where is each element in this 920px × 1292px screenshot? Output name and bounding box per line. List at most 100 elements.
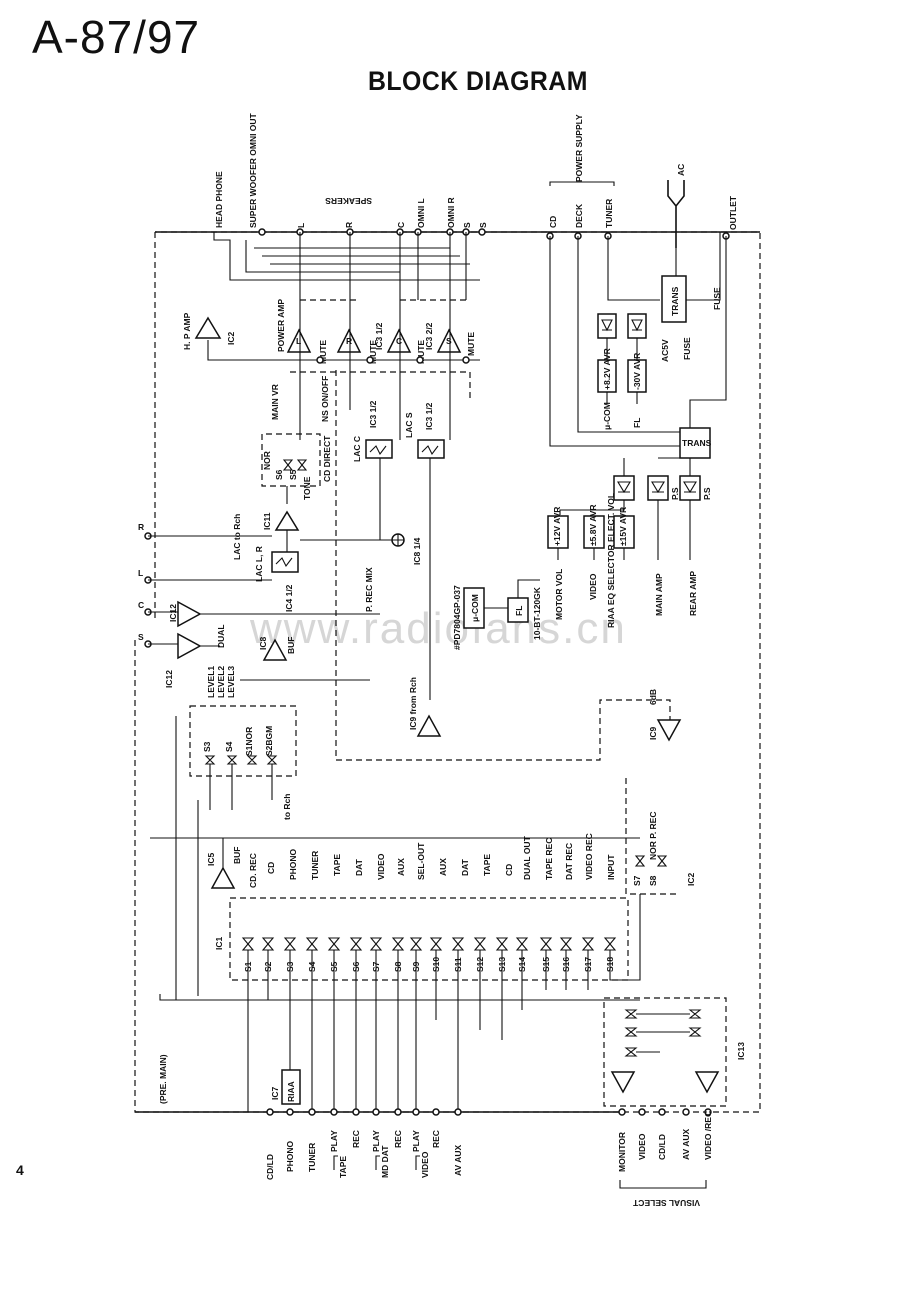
svg-text:P.S: P.S bbox=[670, 487, 680, 500]
svg-text:BUF: BUF bbox=[232, 847, 242, 864]
svg-text:TUNER: TUNER bbox=[307, 1143, 317, 1172]
svg-text:L: L bbox=[138, 568, 143, 578]
svg-text:to Rch: to Rch bbox=[282, 794, 292, 820]
svg-text:REC: REC bbox=[393, 1130, 403, 1148]
svg-text:FL: FL bbox=[632, 418, 642, 428]
ic9-amp bbox=[416, 714, 442, 737]
svg-text:NOR: NOR bbox=[262, 451, 272, 470]
svg-text:AUX: AUX bbox=[438, 858, 448, 876]
riaa-box bbox=[281, 1069, 301, 1105]
svg-text:R: R bbox=[138, 522, 144, 532]
svg-text:VIDEO /REC: VIDEO /REC bbox=[703, 1111, 713, 1160]
svg-text:TAPE REC: TAPE REC bbox=[544, 838, 554, 880]
svg-text:TAPE: TAPE bbox=[332, 854, 342, 876]
svg-text:S2BGM: S2BGM bbox=[264, 726, 274, 756]
svg-text:CD/LD: CD/LD bbox=[657, 1134, 667, 1160]
svg-text:S3: S3 bbox=[202, 741, 212, 752]
svg-text:REC: REC bbox=[431, 1130, 441, 1148]
trans-1-box bbox=[661, 275, 687, 323]
svg-text:VIDEO: VIDEO bbox=[637, 1133, 647, 1160]
svg-text:MAIN VR: MAIN VR bbox=[270, 384, 280, 420]
lac-lr-box bbox=[271, 551, 299, 573]
ic8-buf-amp bbox=[262, 638, 288, 661]
out-r: R bbox=[344, 222, 354, 228]
ic5-buf-amp bbox=[210, 866, 236, 889]
svg-text:S7: S7 bbox=[632, 875, 642, 886]
switch-s17 bbox=[581, 937, 595, 951]
svg-text:LAC L, R: LAC L, R bbox=[254, 546, 264, 582]
output-bus bbox=[213, 232, 480, 300]
svg-text:CD/LD: CD/LD bbox=[265, 1154, 275, 1180]
svg-text:LEVEL2: LEVEL2 bbox=[216, 666, 226, 698]
svg-text:IC3 1/2: IC3 1/2 bbox=[424, 402, 434, 430]
svg-text:PLAY: PLAY bbox=[371, 1130, 381, 1152]
svg-text:IC3 1/2: IC3 1/2 bbox=[374, 322, 384, 350]
svg-text:H. P AMP: H. P AMP bbox=[182, 312, 192, 350]
switch-s14 bbox=[515, 937, 529, 951]
svg-text:TUNER: TUNER bbox=[310, 851, 320, 880]
svg-text:PHONO: PHONO bbox=[288, 848, 298, 880]
svg-text:IC9: IC9 bbox=[648, 727, 658, 741]
diagram-title: BLOCK DIAGRAM bbox=[368, 66, 588, 96]
svg-text:MUTE: MUTE bbox=[416, 340, 426, 364]
svg-text:IC12: IC12 bbox=[168, 604, 178, 622]
svg-text:REC: REC bbox=[351, 1130, 361, 1148]
svg-text:S: S bbox=[138, 632, 144, 642]
svg-text:RIAA: RIAA bbox=[286, 1081, 296, 1102]
amp-c bbox=[386, 328, 412, 353]
svg-text:DUAL OUT: DUAL OUT bbox=[522, 835, 532, 880]
switch-s15 bbox=[539, 937, 553, 951]
svg-text:RIAA EQ SELECTOR ELECT. VOL: RIAA EQ SELECTOR ELECT. VOL bbox=[606, 493, 616, 628]
svg-text:IC3 2/2: IC3 2/2 bbox=[424, 322, 434, 350]
svg-text:DUAL: DUAL bbox=[216, 624, 226, 648]
svg-text:AC: AC bbox=[676, 164, 686, 176]
svg-text:+12V AVR: +12V AVR bbox=[552, 507, 562, 546]
svg-text:INPUT: INPUT bbox=[606, 854, 616, 880]
out-omni-r: OMNI R bbox=[446, 197, 456, 228]
svg-text:+8.2V AVR: +8.2V AVR bbox=[602, 348, 612, 390]
svg-text:AV AUX: AV AUX bbox=[681, 1129, 691, 1161]
svg-text:IC4 1/2: IC4 1/2 bbox=[284, 584, 294, 612]
switch-s10 bbox=[429, 937, 443, 951]
svg-text:MONITOR: MONITOR bbox=[617, 1132, 627, 1172]
trans-2-box bbox=[679, 427, 711, 459]
svg-text:C: C bbox=[138, 600, 144, 610]
svg-text:IC1: IC1 bbox=[214, 937, 224, 951]
out-c: C bbox=[396, 222, 406, 228]
out-omni-l: OMNI L bbox=[416, 198, 426, 228]
main-selector: IC5 BUF NOR P. REC S7 S8 IC2 IC1 bbox=[150, 778, 696, 981]
amp-s bbox=[436, 328, 462, 353]
top-output-labels: HEAD PHONE SUPER WOOFER OMNI OUT L R C O… bbox=[214, 112, 488, 228]
input-bus bbox=[159, 800, 641, 1112]
main-vr-section: MAIN VR NS ON/OFF NOR S6 S5 CD DIRECT LA… bbox=[232, 300, 471, 700]
switch-s6 bbox=[349, 937, 363, 951]
svg-text:μ-COM: μ-COM bbox=[602, 402, 612, 430]
svg-text:IC7: IC7 bbox=[270, 1087, 280, 1101]
switch-s16 bbox=[559, 937, 573, 951]
svg-text:REAR AMP: REAR AMP bbox=[688, 571, 698, 616]
svg-text:IC11: IC11 bbox=[262, 512, 272, 530]
ic12-a-amp bbox=[177, 600, 202, 628]
svg-text:FUSE: FUSE bbox=[682, 337, 692, 360]
svg-text:S4: S4 bbox=[224, 741, 234, 752]
switch-s13 bbox=[495, 937, 509, 951]
svg-text:BUF: BUF bbox=[286, 637, 296, 654]
switch-s18 bbox=[603, 937, 617, 951]
switch-s12 bbox=[473, 937, 487, 951]
svg-text:TAPE: TAPE bbox=[338, 1156, 348, 1178]
svg-text:POWER SUPPLY: POWER SUPPLY bbox=[574, 114, 584, 182]
bottom-input-labels: CD/LD PHONO TUNER PLAY REC PLAY REC PLAY… bbox=[265, 1130, 463, 1180]
svg-text:±15V AVR: ±15V AVR bbox=[618, 507, 628, 546]
switch-s9 bbox=[409, 937, 423, 951]
svg-text:FL: FL bbox=[514, 606, 524, 616]
lac-s-box bbox=[417, 439, 445, 459]
hp-amp bbox=[194, 316, 222, 339]
svg-text:TRANS: TRANS bbox=[682, 438, 712, 448]
svg-text:IC8 1/4: IC8 1/4 bbox=[412, 537, 422, 565]
svg-text:IC3 1/2: IC3 1/2 bbox=[368, 400, 378, 428]
svg-text:MUTE: MUTE bbox=[466, 332, 476, 356]
visual-select-section: IC13 MONITOR VIDEO CD/LD AV AUX VIDEO /R… bbox=[603, 997, 746, 1208]
svg-text:DAT: DAT bbox=[354, 858, 364, 876]
